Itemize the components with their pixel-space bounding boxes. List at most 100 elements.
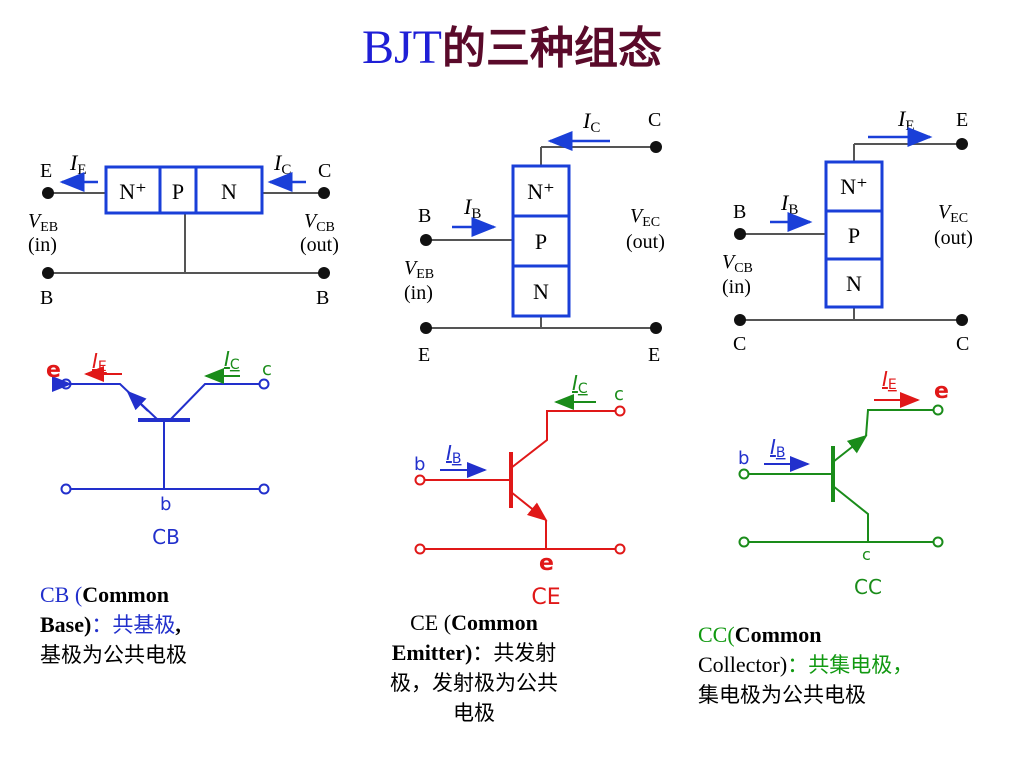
- ce-current-ic: IC: [582, 108, 600, 136]
- ce-vec-tag: (out): [626, 231, 665, 253]
- cc-sym-ib: IB: [770, 435, 786, 461]
- ce-region-label: P: [535, 229, 547, 254]
- cc-caption-bold1: Common: [734, 622, 822, 647]
- cb-caption-cn-name: 共基极: [112, 613, 176, 637]
- cc-region-label: P: [848, 223, 860, 248]
- cc-sym-node-e: e: [934, 379, 949, 404]
- page-title: BJT的三种组态: [0, 18, 1024, 79]
- ce-caption-cn-name: 共发射: [493, 641, 557, 665]
- ce-terminal-label: E: [648, 344, 660, 366]
- cb-terminal-label: B: [40, 287, 53, 309]
- cb-current-ie: IE: [69, 150, 87, 178]
- ce-region-label: N: [533, 279, 549, 304]
- cc-sym-node-b: b: [738, 448, 749, 469]
- cb-veb-label: VEB: [28, 210, 58, 235]
- ce-device-diagram: N⁺ P N C B E E IC IB VEB (in) VEC (out): [404, 108, 665, 366]
- ce-veb-tag: (in): [404, 282, 433, 304]
- cb-region-label: P: [172, 179, 184, 204]
- ce-terminal-label: C: [648, 109, 661, 131]
- cc-caption-cn-name: 共集电极: [808, 653, 893, 677]
- cb-veb-tag: (in): [28, 234, 57, 256]
- ce-caption-open: CE (: [410, 610, 452, 635]
- cc-terminal-node: [956, 314, 968, 326]
- cb-caption: CB (Common Base)：共基极, 基极为公共电极: [40, 580, 280, 670]
- cc-sym-node-c: c: [862, 545, 871, 564]
- cc-caption-comma: ，: [892, 653, 914, 677]
- ce-caption: CE (Common Emitter)：共发射 极，发射极为公共 电极: [354, 608, 594, 728]
- ce-region-collector: [511, 164, 571, 218]
- cc-region-base: [824, 209, 884, 261]
- cc-caption-open: CC(: [698, 622, 735, 647]
- ce-region-base: [511, 214, 571, 268]
- cc-sym-ie: IE: [882, 367, 897, 393]
- cb-region-collector: [194, 165, 264, 215]
- cc-current-ie: IE: [897, 106, 915, 134]
- cb-caption-colon: ：: [91, 613, 113, 637]
- ce-sym-ic: IC: [572, 371, 588, 397]
- cb-sym-name: CB: [152, 525, 180, 549]
- cc-terminal-label: E: [956, 109, 968, 131]
- cc-vec-label: VEC: [938, 201, 968, 226]
- cb-terminal-node: [318, 267, 330, 279]
- cc-terminal-node: [734, 228, 746, 240]
- cc-transistor-symbol: b e c IB IE CC: [738, 367, 949, 599]
- ce-vec-label: VEC: [630, 205, 660, 230]
- cb-vcb-label: VCB: [304, 210, 335, 235]
- cc-current-ib: IB: [780, 190, 798, 218]
- ce-terminal-node: [420, 322, 432, 334]
- cb-caption-open: CB (: [40, 582, 83, 607]
- ce-sym-node-c: c: [614, 384, 624, 405]
- cb-transistor-symbol: e c b IE IC CB: [46, 347, 272, 549]
- ce-caption-line4: 电极: [453, 701, 495, 725]
- ce-sym-name: CE: [531, 585, 560, 610]
- cb-region-base: [158, 165, 198, 215]
- cb-terminal-label: E: [40, 160, 52, 182]
- cb-region-label: N: [221, 179, 237, 204]
- cb-terminal-label: C: [318, 160, 331, 182]
- ce-sym-node-e: e: [539, 551, 554, 576]
- cb-sym-node-e: e: [46, 358, 61, 383]
- ce-terminal-label: E: [418, 344, 430, 366]
- cc-vec-tag: (out): [934, 227, 973, 249]
- title-prefix: BJT: [361, 21, 442, 74]
- cc-vcb-label: VCB: [722, 251, 753, 276]
- ce-caption-bold1: Common: [451, 610, 538, 635]
- title-suffix: 的三种组态: [442, 23, 662, 74]
- ce-sym-ib: IB: [446, 441, 462, 467]
- cb-region-label: N⁺: [119, 179, 147, 204]
- cb-sym-ie: IE: [92, 349, 107, 375]
- ce-region-label: N⁺: [527, 179, 555, 204]
- ce-current-ib: IB: [463, 194, 481, 222]
- cc-caption: CC(Common Collector)：共集电极， 集电极为公共电极: [698, 620, 998, 710]
- ce-terminal-node: [420, 234, 432, 246]
- cb-vcb-tag: (out): [300, 234, 339, 256]
- cb-sym-ic: IC: [224, 347, 240, 373]
- cb-terminal-label: B: [316, 287, 329, 309]
- cc-region-collector: [824, 257, 884, 309]
- cb-sym-node-c: c: [262, 359, 272, 380]
- cb-caption-bold1: Common: [82, 582, 169, 607]
- cc-device-diagram: N⁺ P N E B C C IE IB VCB (in) VEC (out): [722, 106, 973, 355]
- cc-caption-colon: ：: [787, 653, 809, 677]
- cc-caption-line2a: Collector): [698, 652, 788, 677]
- ce-terminal-label: B: [418, 205, 431, 227]
- ce-caption-colon: ：: [472, 641, 494, 665]
- ce-terminal-node: [650, 141, 662, 153]
- cb-device-diagram: N⁺ P N E C B B IE IC VEB (in) VCB (out): [28, 150, 339, 309]
- cb-sym-node-b: b: [160, 494, 171, 515]
- cc-region-label: N⁺: [840, 174, 868, 199]
- cc-vcb-tag: (in): [722, 276, 751, 298]
- cc-terminal-label: C: [956, 333, 969, 355]
- cb-terminal-node: [318, 187, 330, 199]
- cc-region-label: N: [846, 271, 862, 296]
- cc-terminal-label: B: [733, 201, 746, 223]
- cc-terminal-node: [734, 314, 746, 326]
- cc-terminal-label: C: [733, 333, 746, 355]
- cc-terminal-node: [956, 138, 968, 150]
- cb-current-ic: IC: [273, 150, 291, 178]
- cb-caption-line3: 基极为公共电极: [40, 643, 187, 667]
- cc-sym-name: CC: [854, 575, 882, 599]
- ce-caption-bold2: Emitter): [391, 640, 473, 665]
- ce-transistor-symbol: b c e IB IC CE: [414, 371, 626, 610]
